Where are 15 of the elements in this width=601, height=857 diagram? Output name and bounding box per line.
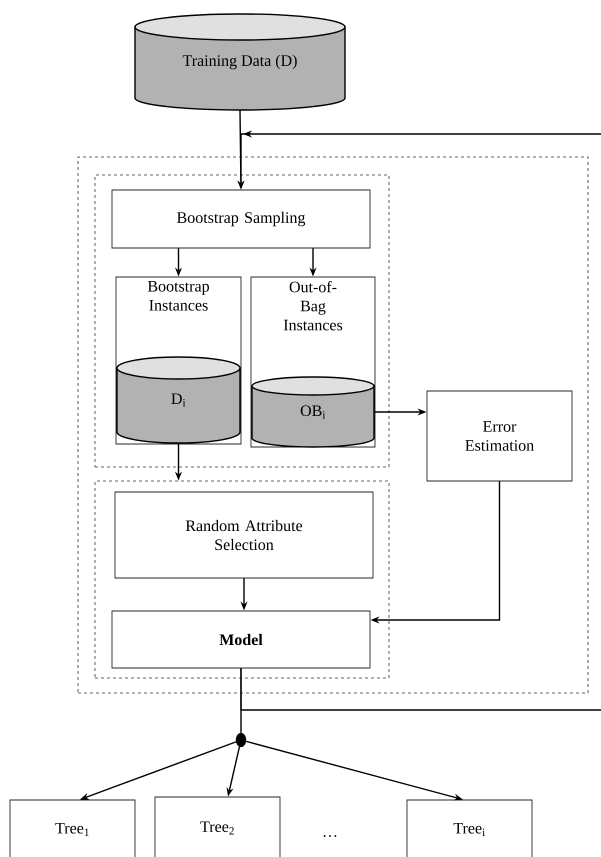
database-cylinder: Training Data (D): [134, 13, 346, 111]
process-box: Error Estimation: [426, 390, 572, 482]
junction-dot: [236, 732, 246, 748]
process-box: Model: [112, 610, 370, 668]
process-box: Tree$_{1}$: [10, 800, 136, 857]
process-box: Tree$_{i}$: [406, 800, 532, 857]
ellipsis: …: [324, 835, 336, 837]
process-box: Random Attribute Selection: [114, 492, 374, 578]
dashed-group-box: [94, 480, 390, 678]
dashed-group-box: [94, 174, 390, 468]
database-cylinder: OB$_{i}$: [251, 376, 375, 448]
dashed-group-box: [78, 156, 588, 694]
database-cylinder: D$_{i}$: [116, 356, 241, 444]
process-box: Bootstrap Sampling: [112, 190, 370, 248]
process-box: Tree$_{2}$: [154, 796, 280, 857]
